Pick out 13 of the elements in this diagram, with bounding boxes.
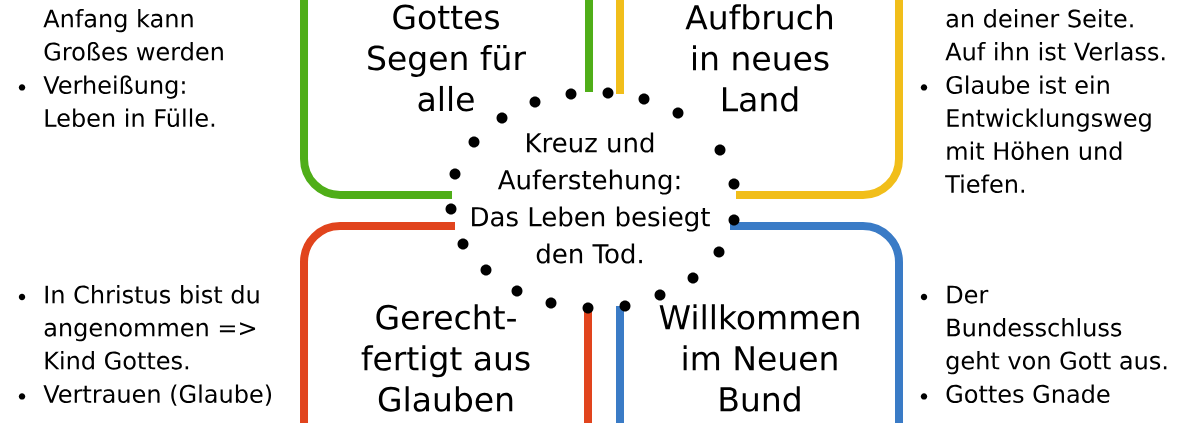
quadrant-title: Willkommen im Neuen Bund (659, 304, 859, 412)
list-item-text: Glaube ist ein Entwicklungsweg mit Höhen und Tiefen. (945, 75, 1151, 194)
list-item-text: In Christus bist du angenommen => Kind Gottes. (44, 285, 259, 370)
list-item-text: Vertrauen (Glaube) (43, 384, 272, 406)
list-item-text: Der Bundesschluss geht von Gott aus. (946, 285, 1167, 375)
quadrant-title: Gerecht- fertigt aus Glauben (361, 304, 530, 412)
list-item-text: an deiner Seite. Auf ihn ist Verlass. (945, 9, 1165, 61)
list-item-text: Verheißung: Leben in Fülle. (43, 75, 215, 128)
list-item-text: Gottes Gnade (946, 384, 1110, 404)
quadrant-title: Gottes Segen für alle (368, 4, 526, 112)
list-item-text: Anfang kann Großes werden (43, 9, 223, 61)
quadrant-title: Aufbruch in neues Land (685, 4, 832, 112)
node-label: Kreuz und Auferstehung: Das Leben besiegt den Tod. (472, 132, 710, 264)
